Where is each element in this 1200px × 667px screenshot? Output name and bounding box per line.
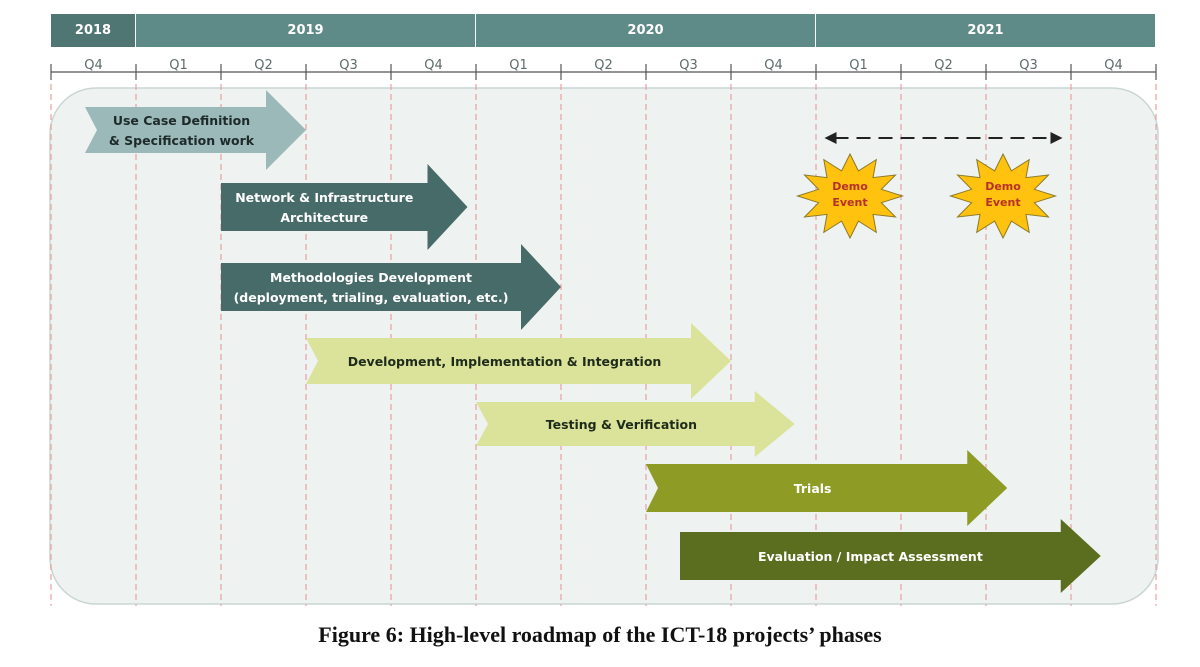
- phase-label: (deployment, trialing, evaluation, etc.): [234, 290, 509, 305]
- quarter-label: Q1: [169, 57, 188, 73]
- demo-event-starburst: [948, 152, 1058, 240]
- phase-arrow: [85, 90, 306, 170]
- figure-caption: Figure 6: High-level roadmap of the ICT-…: [318, 622, 882, 647]
- demo-span-arrowhead-left: [824, 132, 837, 144]
- phase-arrow: [476, 391, 795, 457]
- phase-arrow: [221, 164, 468, 250]
- quarter-label: Q4: [424, 57, 443, 73]
- phase-arrow: [680, 519, 1101, 593]
- quarter-label: Q2: [934, 57, 953, 73]
- demo-event-starburst: [795, 152, 905, 240]
- quarter-label: Q2: [254, 57, 273, 73]
- quarter-label: Q4: [764, 57, 783, 73]
- phase-arrow: [646, 450, 1008, 526]
- phase-label: Network & Infrastructure: [235, 190, 413, 205]
- phase-arrow: [221, 244, 561, 330]
- quarter-label: Q2: [594, 57, 613, 73]
- phase-label: Methodologies Development: [270, 270, 472, 285]
- year-label-2021: 2021: [816, 14, 1156, 47]
- phase-arrow: [306, 323, 731, 399]
- quarter-label: Q3: [679, 57, 698, 73]
- quarter-label: Q1: [509, 57, 528, 73]
- quarter-label: Q4: [84, 57, 103, 73]
- quarter-label: Q3: [1019, 57, 1038, 73]
- demo-event-label: Event: [832, 196, 867, 209]
- phase-label: Trials: [794, 481, 832, 496]
- quarter-label: Q1: [849, 57, 868, 73]
- year-label-2020: 2020: [476, 14, 816, 47]
- year-label-2018: 2018: [51, 14, 136, 47]
- phase-label: Testing & Verification: [546, 417, 697, 432]
- phase-label: Use Case Definition: [113, 113, 250, 128]
- phase-label: & Specification work: [109, 133, 255, 148]
- demo-span-arrowhead-right: [1050, 132, 1063, 144]
- phase-label: Evaluation / Impact Assessment: [758, 549, 983, 564]
- quarter-label: Q3: [339, 57, 358, 73]
- quarter-label: Q4: [1104, 57, 1123, 73]
- demo-event-label: Demo: [985, 180, 1021, 193]
- phase-label: Development, Implementation & Integratio…: [348, 354, 662, 369]
- demo-event-label: Demo: [832, 180, 868, 193]
- demo-event-label: Event: [985, 196, 1020, 209]
- year-label-2019: 2019: [136, 14, 476, 47]
- phase-label: Architecture: [280, 210, 368, 225]
